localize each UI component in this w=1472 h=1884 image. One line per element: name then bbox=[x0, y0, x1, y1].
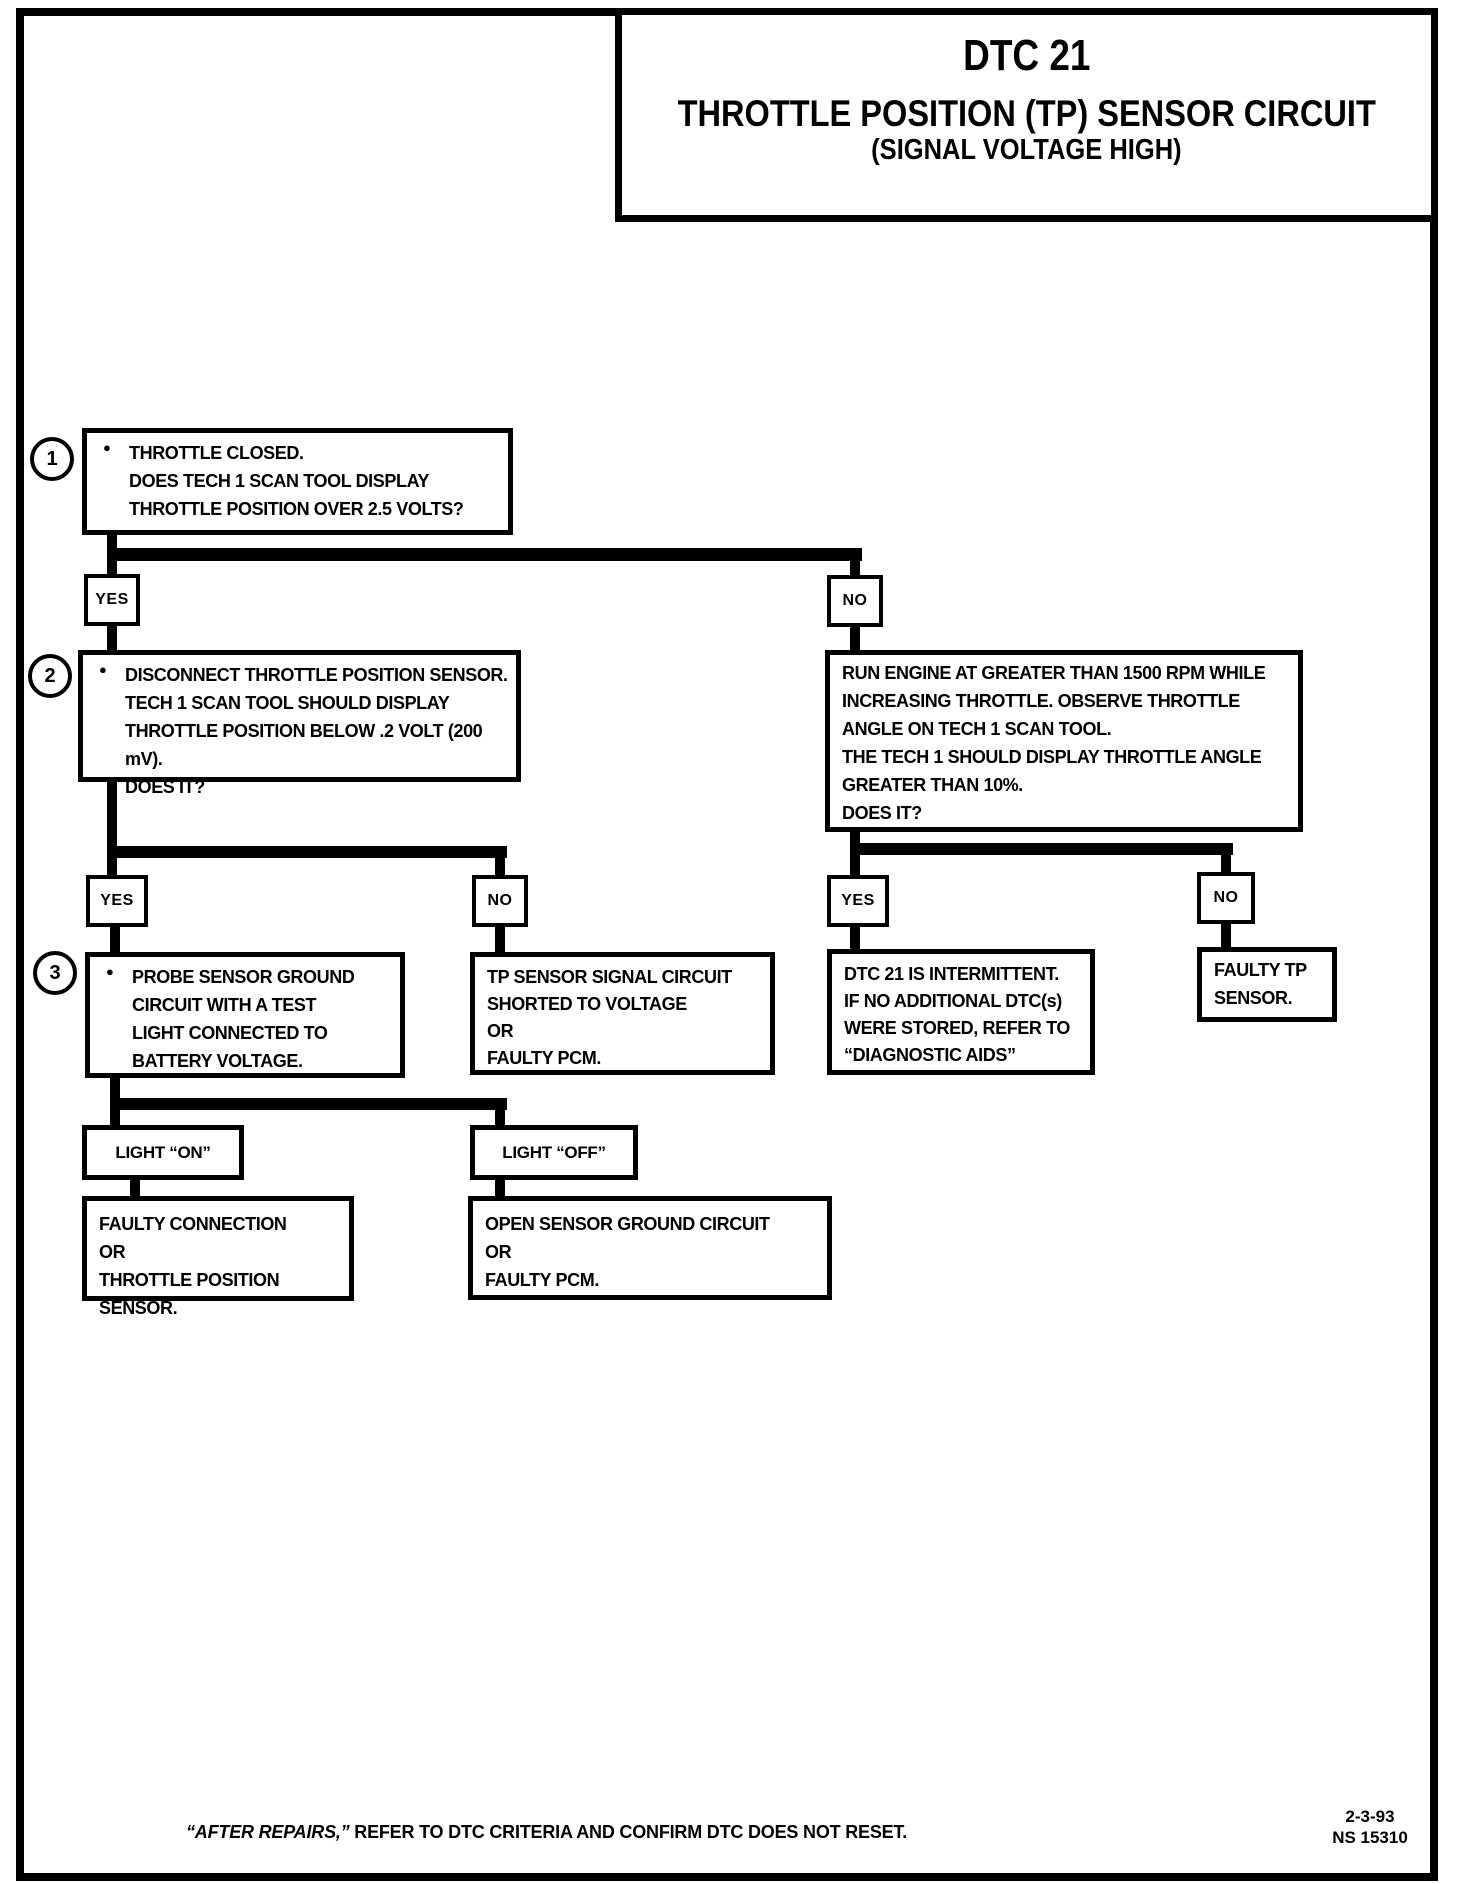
no-tag-3: NO bbox=[1197, 872, 1255, 924]
page-subtitle-2: (SIGNAL VOLTAGE HIGH) bbox=[871, 134, 1182, 166]
flow-box-step1-text: THROTTLE CLOSED. DOES TECH 1 SCAN TOOL D… bbox=[129, 443, 464, 519]
title-box: DTC 21 THROTTLE POSITION (TP) SENSOR CIR… bbox=[615, 8, 1438, 222]
yes-tag-1: YES bbox=[84, 574, 140, 626]
yes-tag-2: YES bbox=[86, 875, 148, 927]
connector-branch4-lighton bbox=[110, 1110, 120, 1127]
connector-branch1-yes bbox=[107, 561, 117, 576]
flow-box-open-ground-text: OPEN SENSOR GROUND CIRCUIT OR FAULTY PCM… bbox=[485, 1214, 770, 1290]
connector-no2-tpshorted bbox=[495, 925, 505, 954]
flow-box-step2-text: DISCONNECT THROTTLE POSITION SENSOR. TEC… bbox=[125, 665, 508, 797]
connector-branch3-horizontal bbox=[850, 843, 1233, 855]
step-number-3-label: 3 bbox=[49, 961, 61, 984]
connector-no1-runengine bbox=[850, 625, 860, 652]
step-number-3: 3 bbox=[33, 951, 77, 995]
page-title: DTC 21 bbox=[962, 31, 1091, 80]
no-tag-3-label: NO bbox=[1213, 889, 1239, 906]
connector-branch3-no bbox=[1221, 855, 1231, 874]
footer-after-repairs: “AFTER REPAIRS,” bbox=[186, 1822, 350, 1842]
flow-box-dtc-intermittent: DTC 21 IS INTERMITTENT. IF NO ADDITIONAL… bbox=[827, 949, 1095, 1075]
connector-branch2-yes bbox=[107, 858, 117, 877]
flow-box-dtc-intermittent-text: DTC 21 IS INTERMITTENT. IF NO ADDITIONAL… bbox=[844, 964, 1070, 1065]
connector-branch4-horizontal bbox=[110, 1098, 507, 1110]
yes-tag-3-label: YES bbox=[841, 892, 875, 909]
connector-step1-down bbox=[107, 533, 117, 550]
bullet-icon: ● bbox=[106, 964, 114, 979]
flow-box-open-ground: OPEN SENSOR GROUND CIRCUIT OR FAULTY PCM… bbox=[468, 1196, 832, 1300]
connector-lightoff-result bbox=[495, 1178, 505, 1198]
flow-box-run-engine-text: RUN ENGINE AT GREATER THAN 1500 RPM WHIL… bbox=[842, 663, 1266, 823]
flow-box-faulty-connection: FAULTY CONNECTION OR THROTTLE POSITION S… bbox=[82, 1196, 354, 1318]
connector-step2-down bbox=[107, 780, 117, 850]
connector-branch2-horizontal bbox=[107, 846, 507, 858]
flow-box-faulty-connection-text: FAULTY CONNECTION OR THROTTLE POSITION S… bbox=[99, 1214, 287, 1318]
connector-runengine-down bbox=[850, 830, 860, 846]
no-tag-1: NO bbox=[827, 575, 883, 627]
connector-no3-faultytp bbox=[1221, 922, 1231, 949]
no-tag-1-label: NO bbox=[842, 592, 868, 609]
flow-box-step1: ● THROTTLE CLOSED. DOES TECH 1 SCAN TOOL… bbox=[82, 428, 513, 535]
step-number-1: 1 bbox=[30, 437, 74, 481]
connector-lighton-result bbox=[130, 1178, 140, 1198]
flow-box-step3-text: PROBE SENSOR GROUND CIRCUIT WITH A TEST … bbox=[132, 967, 355, 1071]
light-off-tag: LIGHT “OFF” bbox=[470, 1125, 638, 1180]
connector-step3-down bbox=[110, 1076, 120, 1104]
footer-note: “AFTER REPAIRS,” REFER TO DTC CRITERIA A… bbox=[186, 1822, 907, 1843]
connector-branch3-yes bbox=[850, 855, 860, 877]
step-number-1-label: 1 bbox=[46, 447, 58, 470]
connector-yes2-step3 bbox=[110, 925, 120, 954]
connector-branch2-no bbox=[495, 858, 505, 877]
connector-yes1-step2 bbox=[107, 624, 117, 652]
flow-box-faulty-tp: FAULTY TP SENSOR. bbox=[1197, 947, 1337, 1022]
connector-branch4-lightoff bbox=[495, 1110, 505, 1127]
page-subtitle: THROTTLE POSITION (TP) SENSOR CIRCUIT bbox=[677, 93, 1376, 134]
light-on-label: LIGHT “ON” bbox=[115, 1142, 211, 1162]
connector-yes3-dtc bbox=[850, 925, 860, 951]
no-tag-2: NO bbox=[472, 875, 528, 927]
step-number-2-label: 2 bbox=[44, 664, 56, 687]
yes-tag-3: YES bbox=[827, 875, 889, 927]
connector-branch1-horizontal bbox=[107, 548, 862, 561]
flow-box-run-engine: RUN ENGINE AT GREATER THAN 1500 RPM WHIL… bbox=[825, 650, 1303, 832]
flow-box-step2: ● DISCONNECT THROTTLE POSITION SENSOR. T… bbox=[78, 650, 521, 797]
light-off-label: LIGHT “OFF” bbox=[502, 1142, 606, 1162]
document-number: 2-3-93 NS 15310 bbox=[1332, 1807, 1408, 1847]
step-number-2: 2 bbox=[28, 654, 72, 698]
connector-branch1-no bbox=[850, 561, 860, 577]
flow-box-tp-shorted-text: TP SENSOR SIGNAL CIRCUIT SHORTED TO VOLT… bbox=[487, 967, 732, 1068]
no-tag-2-label: NO bbox=[487, 892, 513, 909]
flow-box-faulty-tp-text: FAULTY TP SENSOR. bbox=[1214, 960, 1307, 1008]
bullet-icon: ● bbox=[103, 440, 111, 455]
footer-note-rest: REFER TO DTC CRITERIA AND CONFIRM DTC DO… bbox=[349, 1822, 908, 1842]
yes-tag-1-label: YES bbox=[95, 591, 129, 608]
bullet-icon: ● bbox=[99, 662, 107, 677]
light-on-tag: LIGHT “ON” bbox=[82, 1125, 244, 1180]
yes-tag-2-label: YES bbox=[100, 892, 134, 909]
flow-box-step3: ● PROBE SENSOR GROUND CIRCUIT WITH A TES… bbox=[85, 952, 405, 1078]
flow-box-tp-shorted: TP SENSOR SIGNAL CIRCUIT SHORTED TO VOLT… bbox=[470, 952, 775, 1075]
